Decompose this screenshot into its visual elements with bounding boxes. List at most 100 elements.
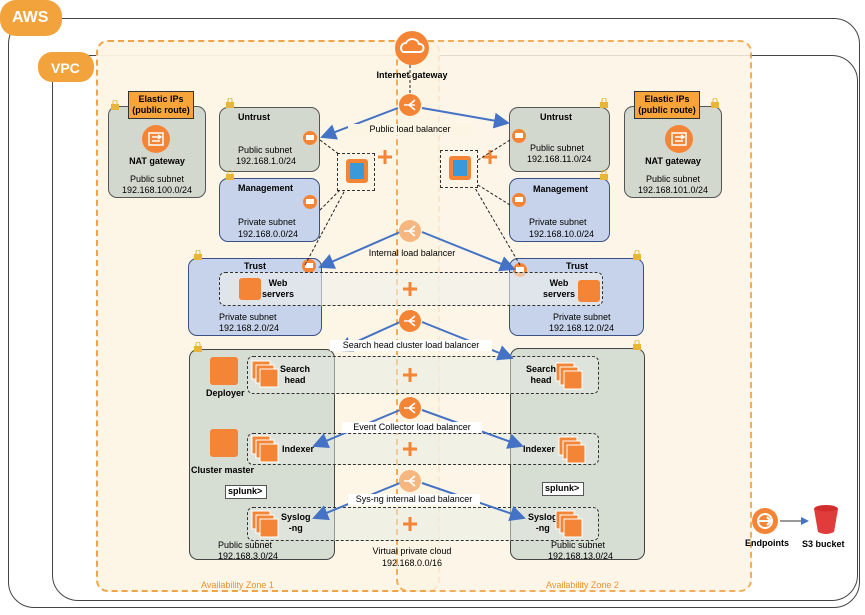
management-cidr-zone2: 192.168.10.0/24 xyxy=(529,229,595,239)
splunk-cidr-zone1: 192.168.3.0/24 xyxy=(218,551,279,561)
web-servers-label-zone2: Web servers xyxy=(543,278,576,299)
s3-bucket-label: S3 bucket xyxy=(802,539,845,549)
nat-gateway-cidr-zone1: 192.168.100.0/24 xyxy=(121,185,193,195)
indexer-label-zone2: Indexer xyxy=(523,444,556,454)
firewall-vm-icon xyxy=(449,156,471,180)
web-server-instance-icon xyxy=(578,280,600,302)
lock-icon xyxy=(633,250,641,260)
endpoints-label: Endpoints xyxy=(745,538,789,548)
event-collector-load-balancer-label: Event Collector load balancer xyxy=(342,422,482,433)
nat-gateway-icon xyxy=(142,125,170,153)
untrust-title-zone2: Untrust xyxy=(540,112,572,122)
lock-icon xyxy=(633,340,641,350)
splunk-cidr-zone2: 192.168.13.0/24 xyxy=(548,551,614,561)
management-title-zone2: Management xyxy=(533,184,589,194)
splunk-subnet-label-zone2: Public subnet xyxy=(551,540,606,550)
cluster-master-instance-icon xyxy=(210,429,238,457)
lock-icon xyxy=(711,98,719,108)
s3-bucket-icon xyxy=(814,505,838,534)
vpc-label-badge xyxy=(38,52,94,82)
splunk-logo-text-zone2: splunk> xyxy=(545,483,580,493)
eni-icon xyxy=(302,259,316,273)
autoscale-icon xyxy=(403,368,417,382)
trust-title-zone2: Trust xyxy=(566,261,589,271)
indexer-label-zone1: Indexer xyxy=(282,444,315,454)
elastic-ips-badge-zone2: Elastic IPs (public route) xyxy=(634,91,700,119)
public-load-balancer-icon xyxy=(399,94,421,116)
splunk-subnet-label-zone1: Public subnet xyxy=(218,540,273,550)
nat-gateway-title-zone1: NAT gateway xyxy=(129,156,185,166)
nat-gateway-title-zone2: NAT gateway xyxy=(645,156,701,166)
event-collector-load-balancer-icon xyxy=(399,397,421,419)
autoscale-icon xyxy=(483,150,497,164)
eni-icon xyxy=(512,193,526,207)
aws-label-badge xyxy=(0,0,62,36)
untrust-title-zone1: Untrust xyxy=(238,112,270,122)
eni-icon xyxy=(303,195,317,209)
lock-icon xyxy=(226,98,234,108)
syslog-label-zone1: Syslog -ng xyxy=(281,512,311,533)
syslog-load-balancer-icon xyxy=(399,470,421,492)
trust-subnet-label-zone1: Private subnet xyxy=(219,312,277,322)
nat-gateway-subnet-zone1: Public subnet xyxy=(129,174,185,184)
nat-gateway-subnet-zone2: Public subnet xyxy=(645,174,701,184)
trust-cidr-zone2: 192.168.12.0/24 xyxy=(549,323,615,333)
untrust-cidr-zone1: 192.168.1.0/24 xyxy=(236,156,297,166)
availability-zone-2-label: Availability Zone 2 xyxy=(546,580,619,590)
lock-icon xyxy=(226,170,234,180)
internal-load-balancer-icon xyxy=(399,220,421,242)
lock-icon xyxy=(600,98,608,108)
indexer-instances-icon xyxy=(251,435,279,463)
syslog-label-zone2: Syslog -ng xyxy=(528,512,558,533)
management-cidr-zone1: 192.168.0.0/24 xyxy=(238,229,299,239)
internet-gateway-label: Internet gateway xyxy=(376,70,448,80)
availability-zone-1-label: Availability Zone 1 xyxy=(201,580,274,590)
firewall-appliance-zone2 xyxy=(440,150,478,188)
management-subnet-label-zone1: Private subnet xyxy=(238,217,296,227)
management-subnet-label-zone2: Private subnet xyxy=(529,217,587,227)
search-head-instances-icon xyxy=(251,360,279,388)
nat-gateway-icon xyxy=(665,125,693,153)
search-head-load-balancer-icon xyxy=(399,310,421,332)
internet-gateway-icon xyxy=(395,31,429,65)
autoscale-icon xyxy=(403,442,417,456)
eni-icon xyxy=(512,129,526,143)
web-servers-label-zone1: Web servers xyxy=(262,278,295,299)
untrust-subnet-zone2 xyxy=(509,107,610,172)
search-head-instances-icon xyxy=(555,362,583,390)
syslog-load-balancer-label: Sys-ng internal load balancer xyxy=(348,494,480,505)
autoscale-icon xyxy=(378,150,392,164)
syslog-row xyxy=(247,507,599,541)
vpc-footer-title: Virtual private cloud xyxy=(372,546,452,556)
elastic-ips-badge-zone1: Elastic IPs (public route) xyxy=(128,91,194,119)
untrust-subnet-label-zone2: Public subnet xyxy=(530,143,585,153)
splunk-logo-text-zone1: splunk> xyxy=(228,486,263,496)
search-head-label-zone2: Search head xyxy=(526,364,557,385)
splunk-logo-zone1 xyxy=(225,485,267,499)
eni-icon xyxy=(303,131,317,145)
lock-icon xyxy=(194,250,202,260)
management-title-zone1: Management xyxy=(238,183,294,193)
trust-title-zone1: Trust xyxy=(244,261,267,271)
vpc-label: VPC xyxy=(51,60,80,76)
public-load-balancer-label: Public load balancer xyxy=(348,124,472,135)
lock-icon xyxy=(600,170,608,180)
search-head-row xyxy=(247,356,599,394)
deployer-instance-icon xyxy=(210,357,238,385)
search-head-load-balancer-label: Search head cluster load balancer xyxy=(330,340,492,351)
indexer-row xyxy=(247,433,599,465)
syslog-instances-icon xyxy=(555,510,583,538)
aws-label: AWS xyxy=(12,9,49,26)
nat-gateway-cidr-zone2: 192.168.101.0/24 xyxy=(637,185,709,195)
management-subnet-zone1 xyxy=(219,178,320,242)
untrust-cidr-zone2: 192.168.11.0/24 xyxy=(527,154,592,164)
lock-icon xyxy=(111,100,119,110)
search-head-label-zone1: Search head xyxy=(280,364,311,385)
autoscale-icon xyxy=(403,517,417,531)
trust-cidr-zone1: 192.168.2.0/24 xyxy=(219,323,280,333)
firewall-appliance-zone1 xyxy=(337,153,375,191)
internal-load-balancer-label: Internal load balancer xyxy=(368,248,456,258)
lock-icon xyxy=(194,342,202,352)
management-subnet-zone2 xyxy=(509,178,610,242)
